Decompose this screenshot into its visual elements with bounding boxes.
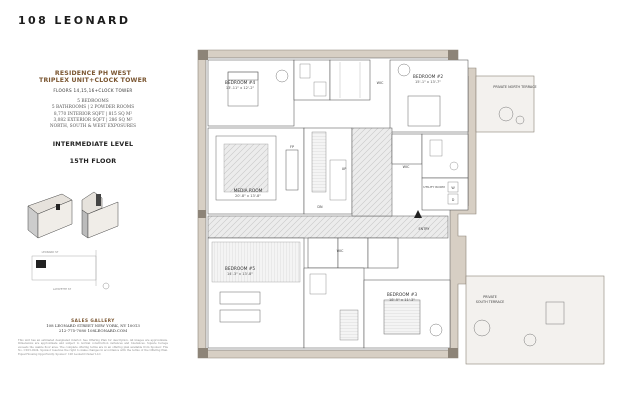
site-key-plan: LEONARD ST LAFAYETTE ST [31, 250, 110, 291]
stair-core: DN UP [303, 127, 353, 215]
spec-list: 5 BEDROOMS 5 BATHROOMS | 2 POWDER ROOMS … [18, 99, 168, 131]
bedroom-3-label: BEDROOM #3 [387, 292, 417, 298]
level-title-line1: INTERMEDIATE LEVEL [52, 139, 134, 148]
washer-label: W [451, 186, 455, 190]
bedroom-4-label: BEDROOM #4 [225, 80, 255, 86]
bedroom-4-dim: 13'-11" x 12'-2" [226, 86, 255, 90]
utility-room: UTILITY ROOM W D [421, 177, 469, 211]
wic-2-label: WIC [403, 165, 410, 169]
bedroom-2: BEDROOM #2 15'-1" x 13'-7" [389, 59, 469, 133]
street-label-2: LAFAYETTE ST [53, 287, 72, 291]
stair-down-label: DN [317, 205, 323, 209]
residence-title-line1: RESIDENCE PH WEST [54, 70, 132, 77]
sofa-icon [215, 135, 277, 201]
spec-exterior: 3,082 EXTERIOR SQFT | 286 SQ M² [53, 118, 133, 124]
bedroom-3: BEDROOM #3 18'-5" x 11'-3" [363, 279, 451, 349]
bedroom-5: BEDROOM #5 14'-3" x 13'-8" [207, 237, 305, 349]
media-room-dim: 20'-8" x 13'-8" [235, 194, 261, 198]
media-room-label: MEDIA ROOM [234, 188, 263, 194]
utility-room-label: UTILITY ROOM [423, 185, 445, 189]
bath-east [421, 133, 469, 179]
floor-plan: PRIVATE NORTH TERRACE PRIVATE SOUTH TERR… [197, 49, 605, 365]
sales-gallery-block: SALES GALLERY 108 LEONARD STREET NEW YOR… [18, 318, 168, 333]
bedroom-5-dim: 14'-3" x 13'-8" [227, 272, 253, 276]
north-arrow-icon [102, 282, 110, 290]
bedroom-4: BEDROOM #4 13'-11" x 12'-2" [207, 59, 295, 127]
brand-logo: 108 LEONARD [18, 14, 131, 27]
wic-3-label: WIC [337, 249, 344, 253]
spec-exposures: NORTH, SOUTH & WEST EXPOSURES [49, 124, 137, 130]
private-south-terrace-label1: PRIVATE [483, 295, 497, 299]
bed-icon [219, 291, 261, 305]
north-terrace: PRIVATE NORTH TERRACE [475, 75, 537, 133]
building-key-plan: LEONARD ST LAFAYETTE ST [27, 191, 119, 291]
bath-south [303, 267, 365, 349]
spec-bathrooms: 5 BATHROOMS | 2 POWDER ROOMS [51, 105, 135, 111]
bath-north-west [293, 59, 331, 101]
entry-arrow-icon [414, 210, 422, 218]
private-north-terrace-label: PRIVATE NORTH TERRACE [493, 85, 536, 89]
bedroom-2-dim: 15'-1" x 13'-7" [415, 80, 441, 84]
bedroom-2-label: BEDROOM #2 [413, 74, 443, 80]
bed-icon [383, 299, 421, 335]
wic-2: WIC [391, 133, 423, 169]
private-south-terrace-label2: SOUTH TERRACE [476, 300, 505, 304]
dryer-label: D [452, 198, 455, 202]
fireplace-icon [285, 149, 299, 191]
bed-icon [407, 95, 441, 127]
wic-1-label: WIC [377, 81, 384, 85]
building-isometric-icon [27, 191, 119, 239]
gallery-corridor [207, 127, 449, 239]
sales-address: 108 LEONARD STREET NEW YORK, NY 10013 [46, 323, 140, 328]
legal-disclaimer: This unit has an estimated designated in… [18, 339, 168, 356]
media-room: FP MEDIA ROOM 20'-8" x 13'-8" [207, 127, 305, 215]
bedroom-5-label: BEDROOM #5 [225, 266, 255, 272]
sales-contact: 212-775-7080 108LEONARD.COM [58, 328, 128, 333]
stair-up-label: UP [342, 167, 347, 171]
south-terrace: PRIVATE SOUTH TERRACE [465, 275, 605, 365]
spec-interior: 8,770 INTERIOR SQFT | 815 SQ M² [53, 111, 133, 117]
wic-1: WIC [329, 59, 384, 101]
bedroom-3-dim: 18'-5" x 11'-3" [389, 298, 415, 302]
lower-core: WIC [307, 237, 399, 269]
sales-title: SALES GALLERY [71, 318, 115, 323]
structural-columns [198, 50, 458, 358]
residence-title-line2: TRIPLEX UNIT+CLOCK TOWER [39, 77, 147, 85]
entry-label: ENTRY [419, 227, 431, 231]
street-label-1: LEONARD ST [42, 250, 59, 254]
spec-bedrooms: 5 BEDROOMS [77, 98, 109, 104]
fp-label: FP [290, 145, 294, 149]
entry: ENTRY [414, 210, 430, 231]
floors-label: FLOORS 14,15,16+CLOCK TOWER [53, 87, 133, 93]
level-title-line2: 15TH FLOOR [69, 157, 117, 166]
residence-info: RESIDENCE PH WEST TRIPLEX UNIT+CLOCK TOW… [18, 70, 168, 166]
